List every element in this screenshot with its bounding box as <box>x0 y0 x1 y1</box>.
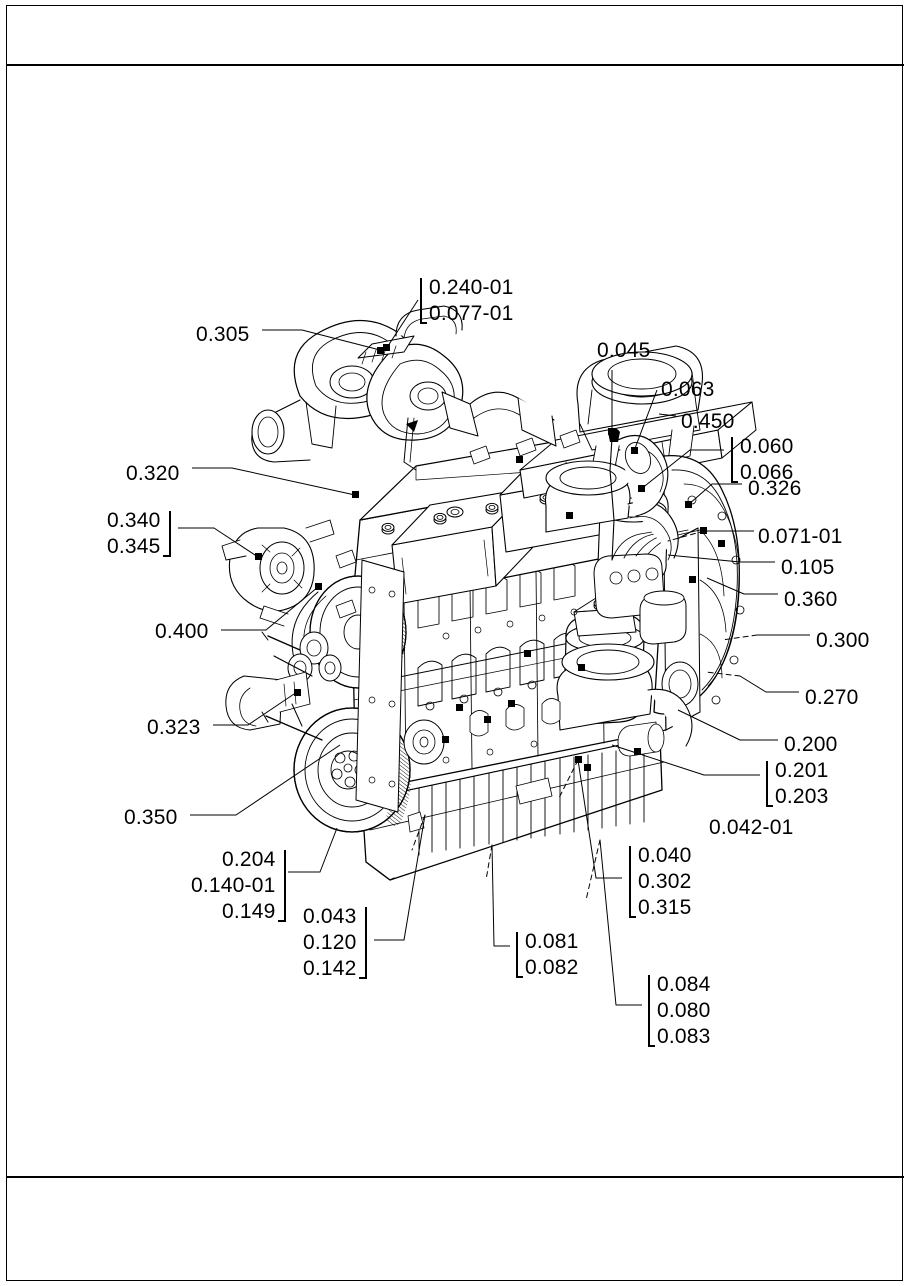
callout-0060-0066: 0.060 0.066 <box>731 434 794 486</box>
callout-line: 0.320 <box>126 462 180 485</box>
callout-line: 0.083 <box>657 1025 711 1048</box>
footer-divider-rule <box>6 1176 904 1178</box>
callout-line: 0.201 <box>775 759 829 782</box>
callout-line: 0.142 <box>303 957 357 980</box>
callout-line: 0.084 <box>657 973 711 996</box>
callout-line: 0.326 <box>748 477 802 500</box>
callout-0326: 0.326 <box>748 476 802 502</box>
callout-line: 0.082 <box>525 956 579 979</box>
callout-line: 0.204 <box>221 848 276 871</box>
callout-0360: 0.360 <box>784 587 838 613</box>
page-border <box>6 5 903 1281</box>
callout-line: 0.071-01 <box>758 525 843 548</box>
callout-line: 0.203 <box>775 785 829 808</box>
callout-0240-0077: 0.240-01 0.077-01 <box>420 275 514 327</box>
callout-0201-0203: 0.201 0.203 <box>766 758 829 810</box>
callout-line: 0.105 <box>781 556 835 579</box>
callout-0400: 0.400 <box>155 619 209 645</box>
callout-line: 0.270 <box>805 686 859 709</box>
callout-line: 0.450 <box>681 410 735 433</box>
callout-line: 0.063 <box>661 378 715 401</box>
callout-0063: 0.063 <box>661 377 715 403</box>
callout-line: 0.323 <box>147 716 201 739</box>
callout-0350: 0.350 <box>124 805 178 831</box>
callout-line: 0.043 <box>303 905 357 928</box>
callout-0300: 0.300 <box>816 628 870 654</box>
callout-line: 0.042-01 <box>709 816 794 839</box>
callout-line: 0.302 <box>638 870 692 893</box>
header-divider-rule <box>6 64 904 66</box>
callout-0105: 0.105 <box>781 555 835 581</box>
callout-0045: 0.045 <box>597 338 651 364</box>
callout-line: 0.315 <box>638 896 692 919</box>
callout-0270: 0.270 <box>805 685 859 711</box>
callout-0340-0345: 0.340 0.345 <box>107 508 171 560</box>
callout-0081-0082: 0.081 0.082 <box>516 929 579 981</box>
callout-0450: 0.450 <box>681 409 735 435</box>
callout-line: 0.066 <box>740 461 794 484</box>
callout-line: 0.120 <box>303 931 357 954</box>
callout-line: 0.081 <box>525 930 579 953</box>
callout-0071-01: 0.071-01 <box>758 524 843 550</box>
callout-line: 0.305 <box>196 323 250 346</box>
callout-line: 0.345 <box>107 535 161 558</box>
callout-line: 0.240-01 <box>429 276 514 299</box>
callout-line: 0.360 <box>784 588 838 611</box>
callout-0305: 0.305 <box>196 322 250 348</box>
callout-line: 0.400 <box>155 620 209 643</box>
callout-line: 0.200 <box>784 733 838 756</box>
callout-0040-0302-0315: 0.040 0.302 0.315 <box>629 843 692 921</box>
callout-line: 0.300 <box>816 629 870 652</box>
callout-0320: 0.320 <box>126 461 180 487</box>
callout-line: 0.040 <box>638 844 692 867</box>
callout-line: 0.080 <box>657 999 711 1022</box>
callout-0204-0140-0149: 0.204 0.140-01 0.149 <box>191 847 286 925</box>
callout-line: 0.045 <box>597 339 651 362</box>
callout-0084-0080-0083: 0.084 0.080 0.083 <box>648 972 711 1050</box>
callout-line: 0.077-01 <box>429 302 514 325</box>
callout-0042-01: 0.042-01 <box>709 815 794 841</box>
callout-line: 0.060 <box>740 435 794 458</box>
callout-0323: 0.323 <box>147 715 201 741</box>
callout-line: 0.350 <box>124 806 178 829</box>
callout-0043-0120-0142: 0.043 0.120 0.142 <box>303 904 367 982</box>
callout-line: 0.140-01 <box>191 874 276 897</box>
callout-0200: 0.200 <box>784 732 838 758</box>
callout-line: 0.340 <box>107 509 161 532</box>
callout-line: 0.149 <box>221 900 276 923</box>
